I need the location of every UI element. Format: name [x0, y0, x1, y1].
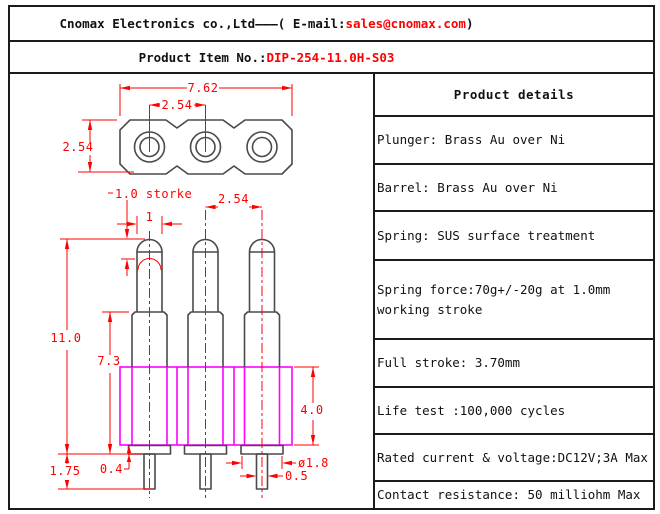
company-name-text: Cnomax Electronics co.,Ltd———( E-mail: — [59, 16, 346, 31]
spec-text: Plunger: Brass Au over Ni — [377, 132, 566, 148]
company-header-suffix: ) — [465, 16, 474, 31]
center-lines — [149, 210, 263, 498]
front-view: 1.0 storke — [50, 187, 329, 498]
dim-barrel-diameter-label: ø1.8 — [298, 456, 329, 470]
technical-drawing: 7.62 2.54 — [10, 74, 373, 508]
spec-text: Life test :100,000 cycles — [377, 402, 566, 418]
spec-row-spring: Spring: SUS surface treatment — [375, 212, 653, 261]
pin-3 — [240, 238, 284, 490]
dim-plunger-width-label: 1 — [146, 210, 154, 224]
company-email-link[interactable]: sales@cnomax.com — [345, 16, 466, 31]
dim-top-height-label: 2.54 — [63, 140, 94, 154]
content-area: 7.62 2.54 — [10, 74, 653, 508]
spec-row-barrel: Barrel: Brass Au over Ni — [375, 165, 653, 212]
spec-text: Spring force:70g+/-20g at 1.0mm working … — [377, 282, 611, 317]
spec-text: Barrel: Brass Au over Ni — [377, 179, 558, 195]
top-view-dimensions: 7.62 2.54 — [63, 81, 293, 173]
spec-row-plunger: Plunger: Brass Au over Ni — [375, 117, 653, 165]
company-header: Cnomax Electronics co.,Ltd———( E-mail: s… — [10, 7, 653, 42]
dim-pin-pitch-label: 2.54 — [218, 192, 249, 206]
top-view: 7.62 2.54 — [63, 81, 293, 175]
pogo-pin-drawing: 7.62 2.54 — [50, 81, 329, 498]
spec-row-full-stroke: Full stroke: 3.70mm — [375, 340, 653, 388]
dim-hole-pitch-label: 2.54 — [162, 98, 193, 112]
spec-row-contact-resistance: Contact resistance: 50 milliohm Max — [375, 482, 653, 508]
product-details-table: Product details Plunger: Brass Au over N… — [373, 74, 653, 508]
spec-row-spring-force: Spring force:70g+/-20g at 1.0mm working … — [375, 261, 653, 340]
front-dimensions: 1.0 storke — [50, 187, 329, 490]
spec-row-rated-current: Rated current & voltage:DC12V;3A Max — [375, 435, 653, 482]
dim-housing-height-label: 4.0 — [300, 403, 323, 417]
spec-row-life-test: Life test :100,000 cycles — [375, 388, 653, 435]
dim-tail-length-label: 1.75 — [50, 464, 81, 478]
product-details-title: Product details — [375, 74, 653, 117]
spec-text: Rated current & voltage:DC12V;3A Max — [377, 449, 648, 465]
pin-2 — [183, 238, 228, 490]
spec-text: Full stroke: 3.70mm — [377, 355, 520, 371]
item-number-label: Product Item No.: — [138, 49, 267, 65]
dim-flange-thickness-label: 0.4 — [100, 462, 123, 476]
item-number-header: Product Item No.: DIP-254-11.0H-S03 — [10, 42, 653, 74]
dim-exposed-height-label: 7.3 — [97, 354, 120, 368]
item-number-value: DIP-254-11.0H-S03 — [266, 49, 395, 65]
dim-stroke-note-label: 1.0 storke — [115, 187, 192, 201]
spec-text: Spring: SUS surface treatment — [377, 227, 596, 243]
dim-tail-width-label: 0.5 — [285, 469, 308, 483]
datasheet-frame: Cnomax Electronics co.,Ltd———( E-mail: s… — [8, 5, 655, 510]
spec-text: Contact resistance: 50 milliohm Max — [377, 487, 641, 503]
dim-overall-height-label: 11.0 — [51, 331, 82, 345]
dim-top-width-label: 7.62 — [188, 81, 219, 95]
